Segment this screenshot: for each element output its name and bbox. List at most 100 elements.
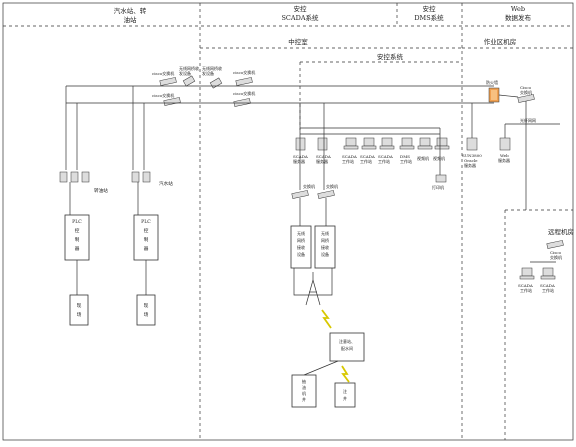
remote-ws1-l2: 工作站 <box>520 287 532 293</box>
well-b-l1: 注 <box>343 388 347 394</box>
remote-cisco-switch <box>546 240 564 249</box>
scada-workstation-2 <box>361 137 377 150</box>
radio-right-l4: 设备 <box>321 251 329 257</box>
scada-workstation-3 <box>379 137 395 150</box>
cisco-switch-b <box>235 77 253 86</box>
firewall-icon <box>488 87 500 103</box>
zone-control-room: 中控室 <box>288 37 308 46</box>
plc-a-box <box>64 214 90 261</box>
radio-signal-icon-2 <box>341 365 350 383</box>
sun-oracle-l2: Oracle <box>464 158 478 163</box>
radio-signal-icon-1 <box>321 309 332 329</box>
field-a-box <box>69 294 89 326</box>
field-b-l2: 场 <box>144 311 149 318</box>
cisco-switch-e <box>517 94 535 103</box>
station-water-devices <box>131 171 151 183</box>
scada-workstation-1 <box>343 137 359 150</box>
radio-right-box <box>314 225 336 269</box>
frame <box>2 2 574 441</box>
printer-label: 打印机 <box>432 184 444 190</box>
cisco-switch-c-label: cisco交换机 <box>152 92 174 98</box>
field-b-l1: 现 <box>144 303 149 309</box>
radio-left-l1: 无线 <box>297 230 305 236</box>
field-b-box <box>136 294 156 326</box>
station-transfer-devices <box>59 171 90 183</box>
web-server <box>499 137 511 151</box>
link-well-a <box>303 360 339 376</box>
field-a-l1: 现 <box>77 303 82 309</box>
wireless-bridge-b-label2: 发设备 <box>202 70 214 76</box>
scada-server-2 <box>317 137 328 151</box>
ws-3-l1: SCADA <box>378 154 393 159</box>
sun-oracle-server <box>466 137 478 151</box>
cisco-switch-c <box>163 97 181 106</box>
radio-right-l3: 接收 <box>321 244 329 250</box>
scada-server-2-l1: SCADA <box>316 154 331 159</box>
antenna-tower-icon <box>305 272 321 306</box>
station-water-label: 汽水站 <box>159 180 173 187</box>
well-rtu-box <box>329 332 365 362</box>
remote-cisco-l2: 交换机 <box>550 254 562 260</box>
radio-left-box <box>290 225 312 269</box>
video-workstation-2 <box>434 137 450 150</box>
zone-security-system: 安控系统 <box>377 52 404 61</box>
radio-right-l2: 网桥 <box>321 237 329 243</box>
header-col4-l1: Web <box>511 5 525 13</box>
scada-server-1-l1: SCADA <box>293 154 308 159</box>
radio-left-l2: 网桥 <box>297 237 305 243</box>
header-col4-l2: 数据发布 <box>505 13 532 22</box>
well-a-l3: 机 <box>302 390 306 396</box>
fiber-net-label: 光纤网网 <box>520 117 536 123</box>
switch-right-icon <box>317 190 335 199</box>
radio-left-l4: 设备 <box>297 251 305 257</box>
firewall-label: 防火墙 <box>486 79 498 85</box>
ws-2-l2: 工作站 <box>360 158 372 164</box>
remote-ws1-l1: SCADA <box>518 283 533 288</box>
header-col3-l2: DMS系统 <box>414 13 444 22</box>
remote-workstation-1 <box>519 267 535 280</box>
ws-dms-l1: DMS <box>400 154 410 159</box>
ws-video1-label: 视频机 <box>417 155 429 161</box>
plc-b-l3: 制 <box>144 236 149 243</box>
well-b-l2: 井 <box>343 395 347 401</box>
remote-ws2-l1: SCADA <box>540 283 555 288</box>
remote-ws2-l2: 工作站 <box>542 287 554 293</box>
header-col3-l1: 安控 <box>423 4 437 13</box>
well-a-l4: 井 <box>302 396 306 402</box>
cisco-switch-b-label: cisco交换机 <box>233 69 255 75</box>
ws-2-l1: SCADA <box>360 154 375 159</box>
plc-a-l2: 控 <box>75 227 80 234</box>
sun-oracle-l1: SUN3800 <box>462 153 482 158</box>
switch-right-label: 交换机 <box>326 183 338 189</box>
plc-b-l1: PLC <box>141 219 151 225</box>
station-transfer-label: 转油站 <box>94 187 108 194</box>
cisco-switch-d-label: cisco交换机 <box>233 90 255 96</box>
header-col2-l2: SCADA系统 <box>281 13 319 22</box>
wireless-bridge-a <box>182 75 196 87</box>
dms-workstation <box>399 137 415 150</box>
antenna-feed <box>293 268 333 296</box>
plc-a-l3: 制 <box>75 236 80 243</box>
web-server-l1: Web <box>500 153 509 158</box>
remote-room-label: 远程机房 <box>548 227 574 236</box>
cisco-switch-d <box>233 98 251 107</box>
web-server-l2: 服务器 <box>498 157 510 163</box>
wireless-bridge-a-label: 无线网桥收 <box>179 65 199 71</box>
scada-server-1 <box>295 137 306 151</box>
sun-oracle-l3: 服务器 <box>464 162 476 168</box>
switch-left-label: 交换机 <box>303 183 315 189</box>
fw-to-switch <box>498 94 519 98</box>
cisco-switch-e-label: Cisco <box>520 85 532 90</box>
well-b-box <box>334 382 356 408</box>
ws-1-l1: SCADA <box>342 154 357 159</box>
remote-cisco-l1: Cisco <box>550 250 562 255</box>
remote-workstation-2 <box>540 267 556 280</box>
header-col1-l1: 汽水站、转 <box>114 6 147 15</box>
well-a-l2: 油 <box>302 384 306 390</box>
ws-video2-label: 视频机 <box>433 155 445 161</box>
printer-icon <box>435 174 447 183</box>
radio-right-l1: 无线 <box>321 230 329 236</box>
scada-server-2-l2: 服务器 <box>316 158 328 164</box>
